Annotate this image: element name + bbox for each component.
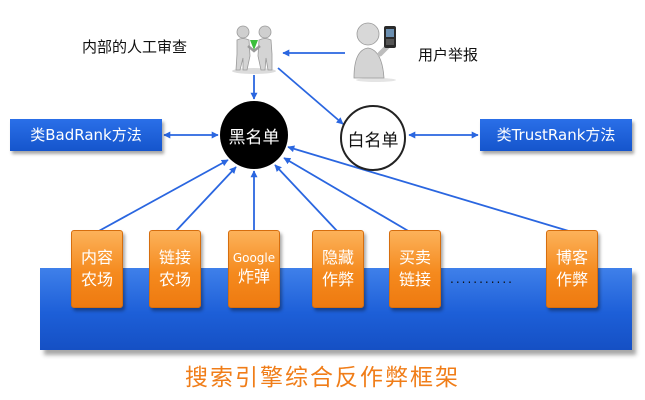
method-card-line: 炸弹 (237, 267, 270, 286)
arrow-card-4 (274, 164, 339, 233)
handshake-people-icon (232, 25, 276, 74)
method-card-line: 作弊 (321, 270, 354, 289)
arrow-review-to-whitelist (277, 67, 344, 125)
method-card-google-bomb: Google 炸弹 (228, 230, 280, 308)
method-card-line: 博客 (555, 248, 588, 267)
method-card-blog-spam: 博客 作弊 (546, 230, 598, 308)
arrow-card-6 (287, 145, 573, 233)
method-card-line: 农场 (80, 270, 113, 289)
arrow-card-1 (96, 159, 229, 233)
whitelist-label: 白名单 (347, 130, 399, 151)
method-card-line: 链接 (398, 270, 431, 289)
trustrank-method-box: 类TrustRank方法 (480, 119, 632, 151)
arrow-card-2 (174, 166, 237, 233)
method-card-link-farm: 链接 农场 (149, 230, 201, 308)
person-phone-icon (353, 22, 396, 82)
method-card-line: 买卖 (398, 248, 431, 267)
badrank-method-box: 类BadRank方法 (10, 119, 162, 151)
method-card-link-selling: 买卖 链接 (389, 230, 441, 308)
method-card-line: Google (232, 251, 276, 265)
diagram-title: 搜索引擎综合反作弊框架 (185, 365, 460, 391)
blacklist-node: 黑名单 (220, 101, 288, 169)
user-report-label: 用户举报 (418, 46, 479, 64)
method-card-cloaking: 隐藏 作弊 (312, 230, 364, 308)
internal-review-label: 内部的人工审查 (82, 38, 188, 56)
method-card-content-farm: 内容 农场 (71, 230, 123, 308)
method-card-line: 内容 (80, 248, 113, 267)
whitelist-node: 白名单 (340, 105, 406, 171)
more-methods-ellipsis: ........... (450, 272, 514, 286)
method-card-line: 农场 (158, 270, 191, 289)
blacklist-label: 黑名单 (228, 127, 280, 148)
arrow-card-5 (283, 157, 411, 233)
method-card-line: 作弊 (555, 270, 588, 289)
method-card-line: 链接 (158, 248, 191, 267)
method-card-line: 隐藏 (321, 248, 354, 267)
